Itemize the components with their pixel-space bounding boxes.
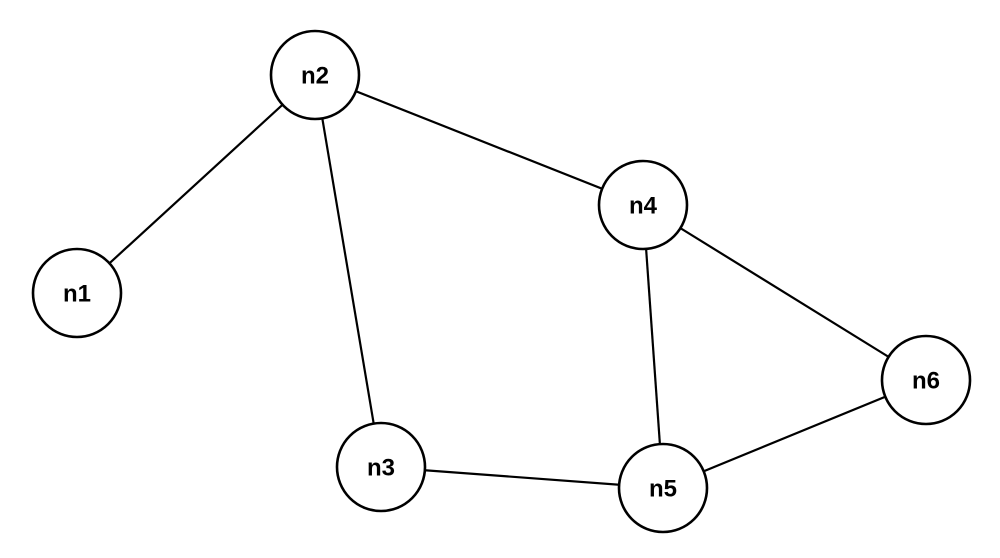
node-n2[interactable]: n2 [269,29,361,121]
edge-n5-n6 [662,378,927,490]
node-n1[interactable]: n1 [31,247,123,339]
node-circle [31,247,123,339]
edge-n3-n5 [380,465,664,490]
node-circle [335,421,427,513]
node-circle [617,442,709,534]
node-n5[interactable]: n5 [617,442,709,534]
node-n6[interactable]: n6 [880,334,972,426]
edge-n2-n4 [314,73,644,207]
edge-n2-n3 [313,74,383,468]
node-circle [880,334,972,426]
edge-n1-n2 [76,74,316,294]
node-n4[interactable]: n4 [597,159,689,251]
edge-n4-n5 [641,204,665,489]
node-circle [597,159,689,251]
node-circle [269,29,361,121]
node-n3[interactable]: n3 [335,421,427,513]
edge-n4-n6 [642,204,927,381]
